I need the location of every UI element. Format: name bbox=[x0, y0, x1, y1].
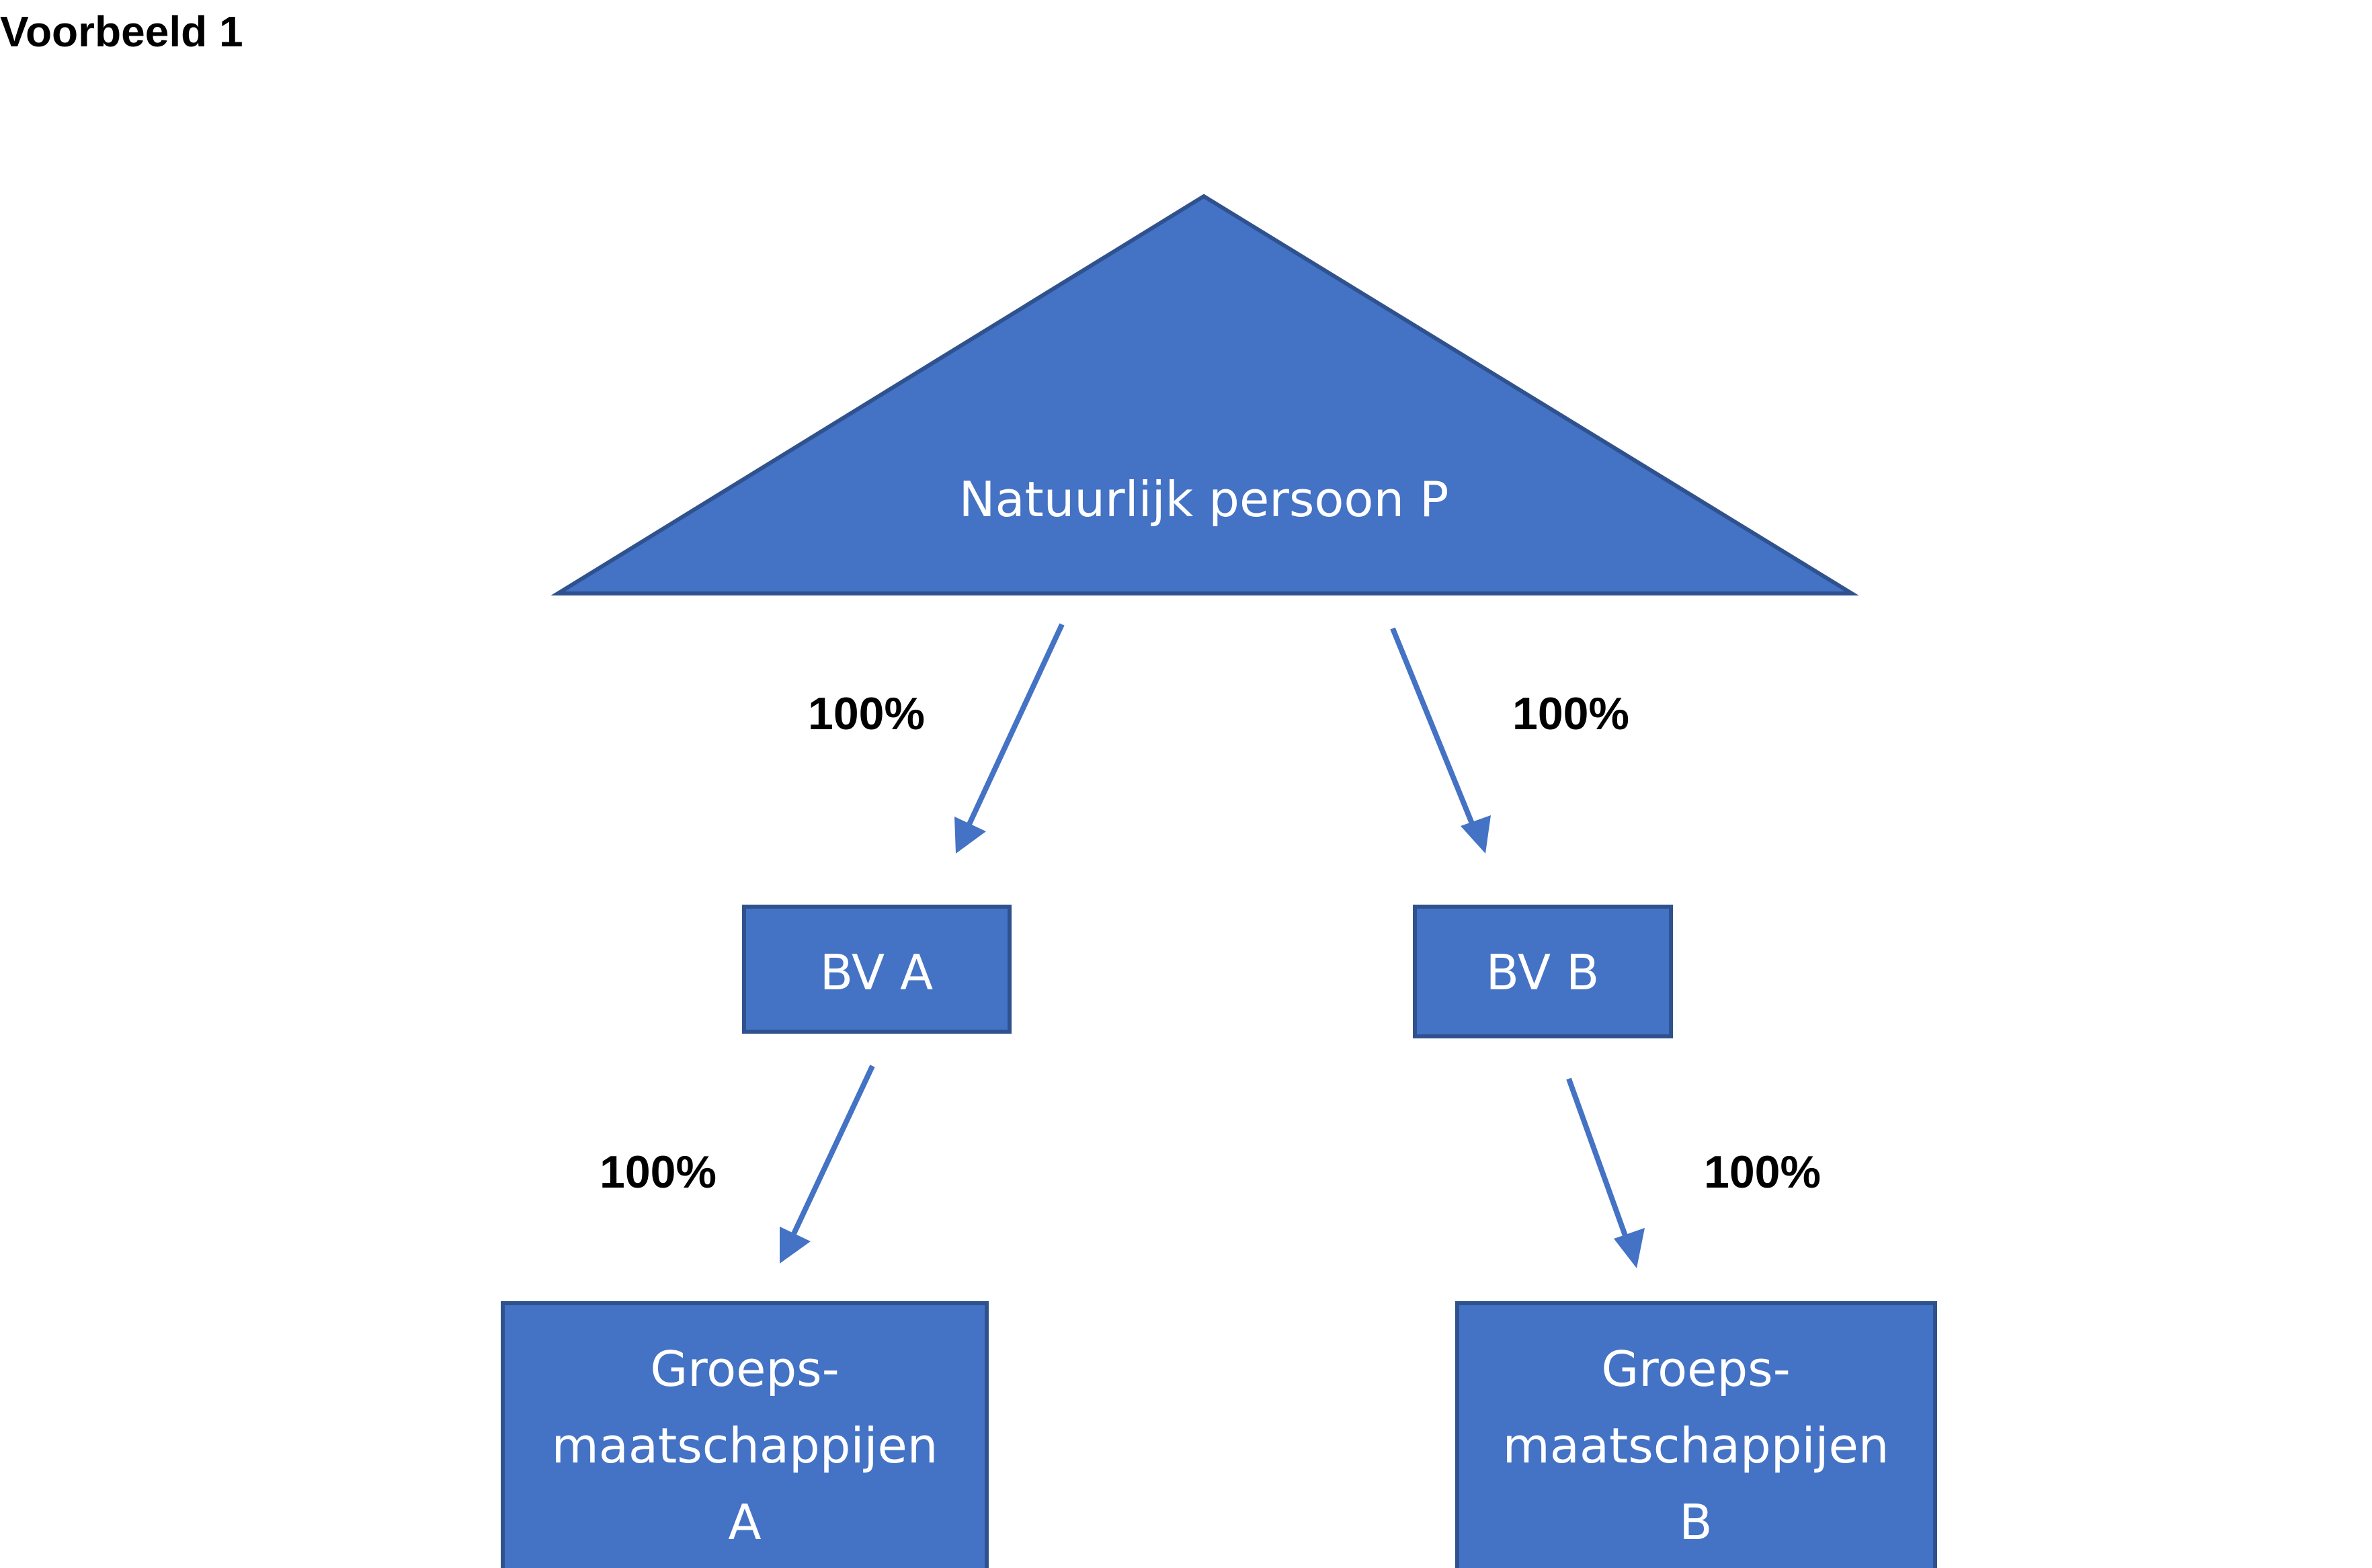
group-b-line-3: B bbox=[1679, 1494, 1712, 1551]
person-label: Natuurlijk persoon P bbox=[959, 471, 1449, 528]
arrow-person-bv-b bbox=[1390, 627, 1479, 835]
arrowhead-person-bv-b bbox=[1461, 815, 1491, 854]
arrow-person-bv-a bbox=[960, 623, 1065, 840]
arrowhead-bv-b-group-b bbox=[1614, 1228, 1645, 1268]
diagram-heading: Voorbeeld 1 bbox=[0, 7, 243, 56]
bv-b-node: BV B bbox=[1413, 905, 1673, 1038]
edge-bv-b-group-b: 100% bbox=[1566, 1077, 1821, 1268]
person-triangle-shape bbox=[550, 194, 1859, 595]
group-a-line-1: Groeps- bbox=[650, 1341, 839, 1397]
bv-b-box bbox=[1413, 905, 1673, 1038]
bv-a-label: BV A bbox=[820, 944, 934, 1001]
arrow-bv-b-group-b bbox=[1566, 1077, 1633, 1250]
edge-label-bv-b-group-b: 100% bbox=[1704, 1147, 1821, 1198]
group-b-node: Groeps- maatschappijen B bbox=[1455, 1301, 1937, 1568]
edge-person-bv-b: 100% bbox=[1390, 627, 1629, 854]
edge-label-person-bv-a: 100% bbox=[808, 688, 925, 739]
group-b-line-2: maatschappijen bbox=[1503, 1417, 1889, 1474]
arrow-bv-a-group-a bbox=[785, 1065, 875, 1248]
arrowhead-person-bv-a bbox=[954, 817, 986, 854]
bv-a-node: BV A bbox=[742, 905, 1012, 1034]
bv-b-label: BV B bbox=[1486, 944, 1600, 1001]
group-b-box bbox=[1455, 1301, 1937, 1568]
person-node: Natuurlijk persoon P bbox=[550, 194, 1859, 595]
edge-person-bv-a: 100% bbox=[808, 623, 1065, 854]
group-b-line-1: Groeps- bbox=[1601, 1341, 1790, 1397]
edge-bv-a-group-a: 100% bbox=[600, 1065, 875, 1264]
bv-a-box bbox=[742, 905, 1012, 1034]
edge-label-bv-a-group-a: 100% bbox=[600, 1147, 717, 1198]
group-a-line-2: maatschappijen bbox=[552, 1417, 938, 1474]
edge-label-person-bv-b: 100% bbox=[1512, 688, 1629, 739]
group-a-node: Groeps- maatschappijen A bbox=[501, 1301, 989, 1568]
group-a-line-3: A bbox=[728, 1494, 761, 1551]
group-a-box bbox=[501, 1301, 989, 1568]
arrowhead-bv-a-group-a bbox=[780, 1227, 811, 1264]
